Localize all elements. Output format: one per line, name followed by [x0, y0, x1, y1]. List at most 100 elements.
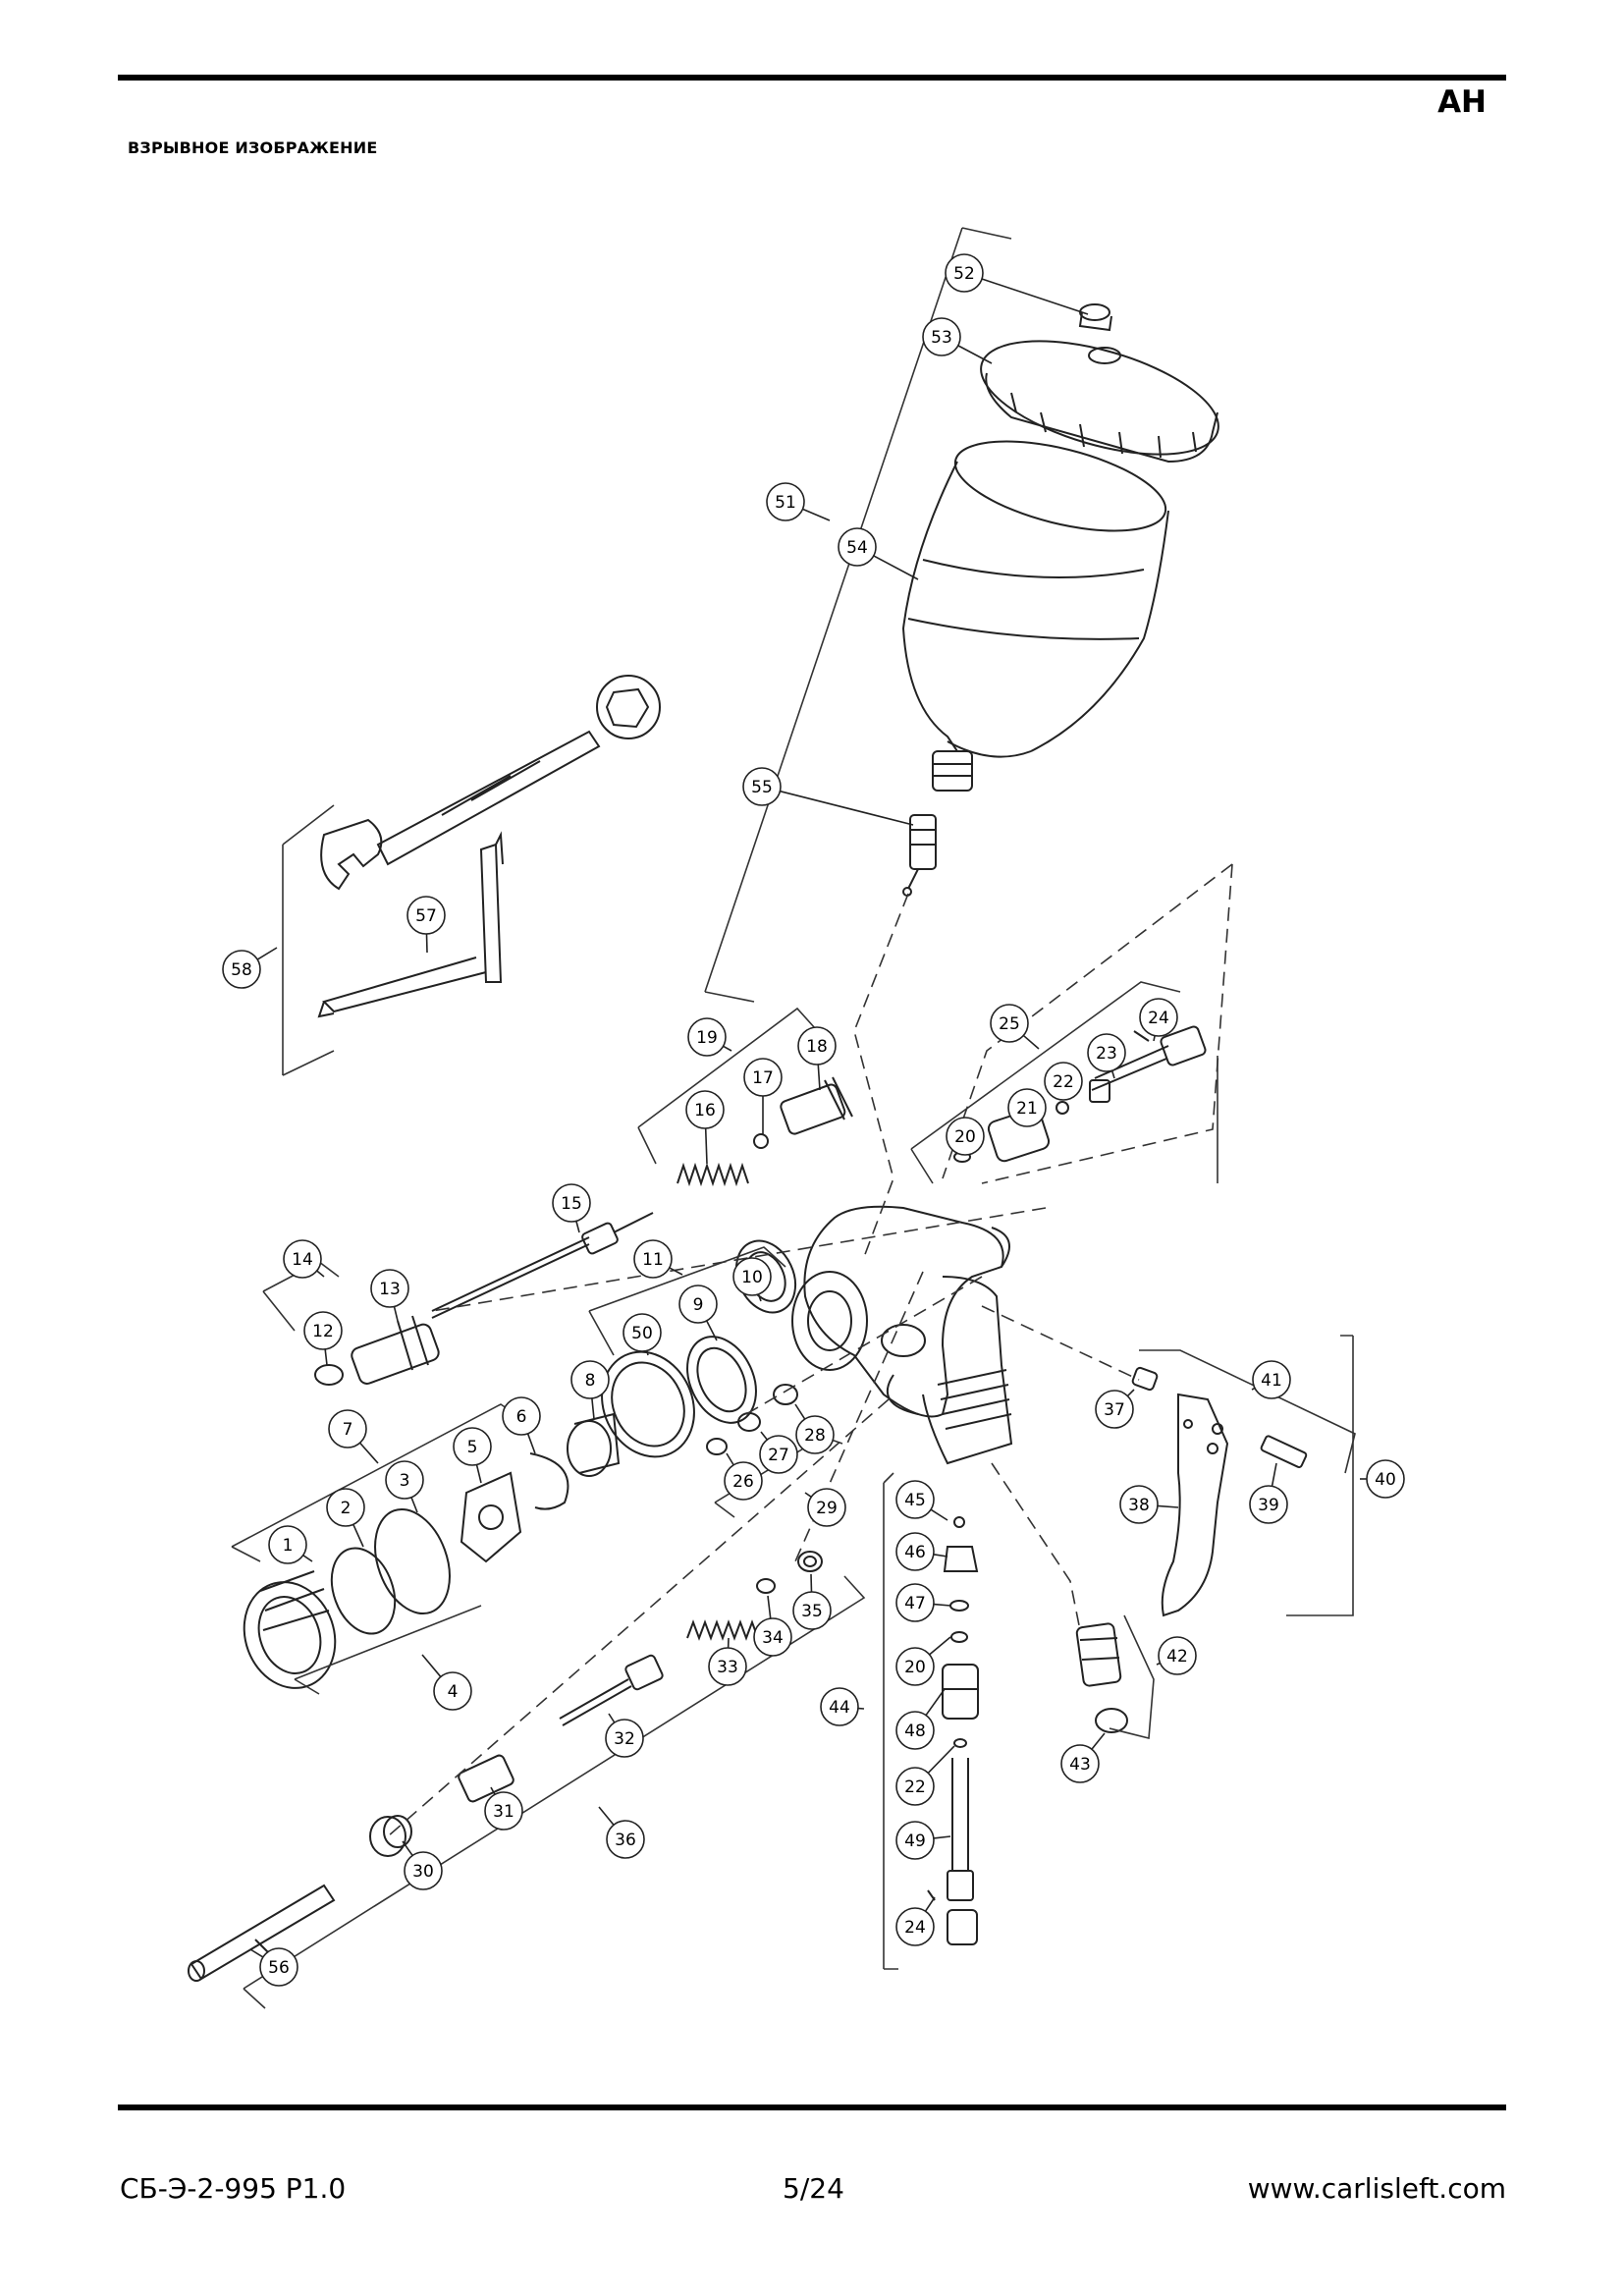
callout-bubble	[792, 1591, 832, 1630]
part-callout: 48	[895, 1688, 946, 1750]
part-number-label: 43	[1069, 1755, 1091, 1775]
callout-leader	[757, 1293, 762, 1302]
part-callout: 14	[283, 1239, 325, 1279]
part-drawings	[188, 303, 1308, 1982]
part-callout: 18	[797, 1026, 837, 1091]
callout-bubble	[502, 1396, 541, 1436]
part-callout: 41	[1251, 1360, 1291, 1399]
callout-bubble	[623, 1313, 662, 1352]
valve-body-drawing	[369, 1754, 514, 1857]
part-number-label: 52	[953, 264, 975, 284]
part-callout: 1	[268, 1525, 313, 1564]
callout-bubble	[742, 767, 782, 806]
part-callout: 8	[570, 1360, 610, 1420]
part-number-label: 33	[717, 1658, 738, 1677]
callout-leader	[1126, 1389, 1135, 1397]
website-link: www.carlisleft.com	[1247, 2172, 1506, 2205]
part-callout: 22	[895, 1745, 955, 1806]
part-callout: 56	[249, 1947, 298, 1987]
part-number-label: 54	[846, 538, 868, 558]
callout-leader	[608, 1713, 616, 1723]
callout-leader	[802, 508, 831, 521]
callout-bubble	[222, 950, 261, 989]
callout-bubble	[708, 1647, 747, 1686]
part-callout: 13	[370, 1269, 409, 1322]
part-number-label: 23	[1096, 1044, 1117, 1064]
part-callout: 32	[605, 1713, 644, 1758]
callout-bubble	[946, 1117, 985, 1156]
callout-bubble	[759, 1435, 798, 1474]
part-number-label: 28	[804, 1426, 826, 1446]
part-number-label: 17	[752, 1068, 774, 1088]
callout-leader	[598, 1806, 615, 1826]
part-number-label: 56	[268, 1958, 290, 1978]
callout-leader	[1110, 1069, 1115, 1079]
part-number-label: 49	[904, 1831, 926, 1851]
part-number-label: 8	[585, 1371, 596, 1391]
part-number-label: 50	[631, 1324, 653, 1343]
part-number-label: 58	[231, 960, 252, 980]
callout-bubble	[795, 1415, 835, 1454]
callout-leader	[929, 1636, 951, 1656]
callout-bubble	[895, 1480, 935, 1519]
part-number-label: 10	[741, 1268, 763, 1287]
fluid-tip-drawing	[567, 1412, 621, 1477]
callout-bubble	[685, 1090, 725, 1129]
callout-leader	[256, 947, 278, 960]
leader-lines	[387, 863, 1233, 1837]
part-callout: 12	[303, 1311, 343, 1366]
part-number-label: 35	[801, 1602, 823, 1621]
callout-leader	[316, 1270, 325, 1278]
callout-leader	[1157, 1504, 1179, 1508]
air-inlet-drawing	[1075, 1622, 1128, 1733]
callout-bubble	[1044, 1062, 1083, 1101]
callout-leader	[767, 1595, 772, 1619]
callout-bubble	[895, 1907, 935, 1946]
part-callout: 42	[1156, 1636, 1197, 1675]
callout-bubble	[895, 1583, 935, 1622]
callout-bubble	[895, 1821, 935, 1860]
callout-leader	[1091, 1732, 1106, 1750]
part-number-label: 2	[341, 1499, 352, 1518]
callout-bubble	[1060, 1744, 1100, 1783]
part-number-label: 30	[412, 1862, 434, 1882]
part-callout: 40	[1360, 1459, 1405, 1499]
callout-leader	[324, 1348, 328, 1366]
callout-leader	[981, 278, 1089, 315]
part-number-label: 12	[312, 1322, 334, 1341]
part-callout: 9	[678, 1285, 718, 1341]
callout-leader	[804, 1492, 812, 1498]
callout-leader	[705, 1320, 718, 1341]
header-rule	[118, 75, 1506, 81]
callout-bubble	[283, 1239, 322, 1279]
part-callout: 26	[724, 1452, 763, 1501]
part-callout: 52	[945, 253, 1089, 315]
part-callout: 28	[794, 1403, 835, 1454]
part-number-label: 29	[816, 1499, 838, 1518]
callout-leader	[358, 1442, 379, 1464]
part-number-label: 46	[904, 1543, 926, 1562]
part-number-label: 5	[467, 1438, 478, 1457]
callout-bubble	[1139, 998, 1178, 1037]
callout-bubble	[1366, 1459, 1405, 1499]
callout-leader	[760, 1431, 768, 1441]
callout-bubble	[370, 1269, 409, 1308]
callout-bubble	[732, 1257, 772, 1296]
part-callout: 53	[922, 317, 993, 364]
part-callout: 43	[1060, 1732, 1106, 1783]
part-callout: 17	[743, 1058, 783, 1134]
part-callout: 54	[838, 527, 919, 580]
part-number-label: 11	[642, 1250, 664, 1270]
part-number-label: 25	[999, 1014, 1020, 1034]
callout-leader	[490, 1786, 496, 1795]
part-callout: 29	[804, 1488, 846, 1527]
callout-bubble	[259, 1947, 298, 1987]
part-callout: 51	[766, 482, 831, 521]
part-number-label: 21	[1016, 1099, 1038, 1119]
part-callout: 34	[753, 1595, 792, 1657]
callout-bubble	[326, 1488, 365, 1527]
part-number-label: 42	[1166, 1647, 1188, 1667]
part-number-label: 6	[516, 1407, 527, 1427]
part-number-label: 14	[292, 1250, 313, 1270]
callout-bubble	[552, 1183, 591, 1223]
